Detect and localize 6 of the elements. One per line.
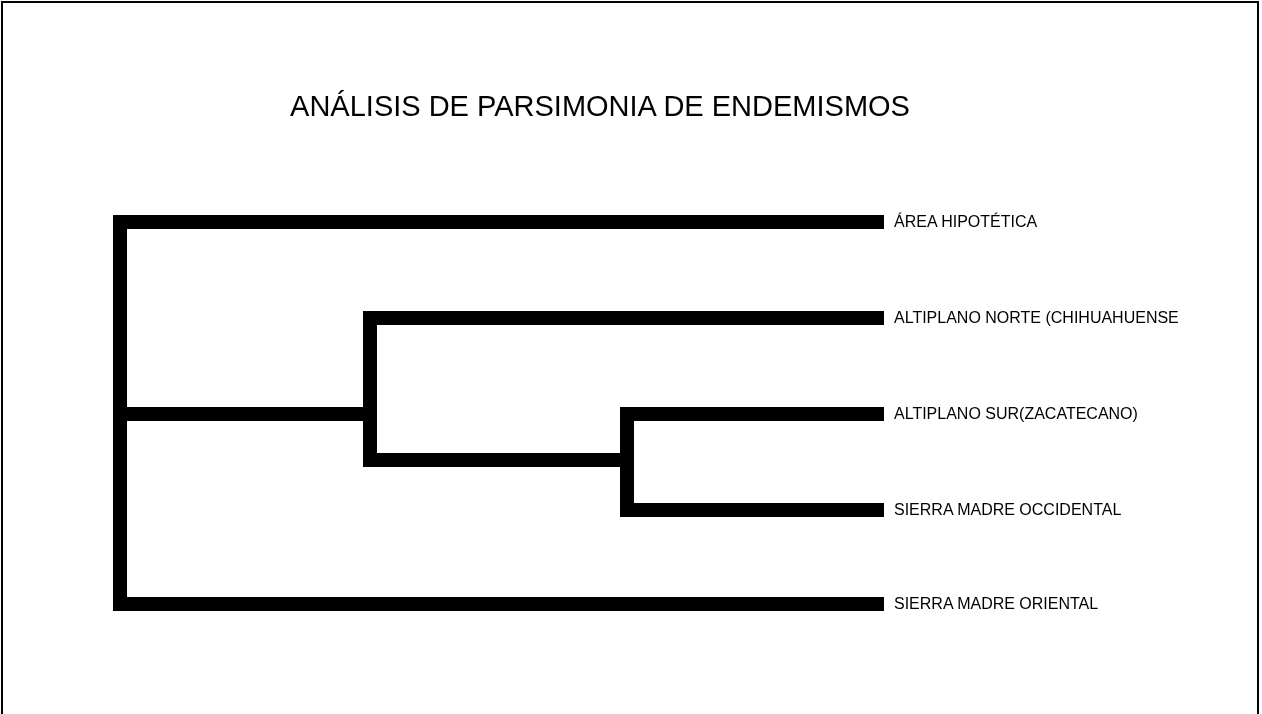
taxon-label: ALTIPLANO SUR(ZACATECANO) <box>894 406 1138 422</box>
diagram-title: ANÁLISIS DE PARSIMONIA DE ENDEMISMOS <box>289 89 911 124</box>
taxon-label: SIERRA MADRE OCCIDENTAL <box>894 502 1122 518</box>
taxon-label: ALTIPLANO NORTE (CHIHUAHUENSE <box>894 310 1179 326</box>
taxon-label: SIERRA MADRE ORIENTAL <box>894 596 1099 612</box>
taxon-label: ÁREA HIPOTÉTICA <box>894 214 1038 230</box>
